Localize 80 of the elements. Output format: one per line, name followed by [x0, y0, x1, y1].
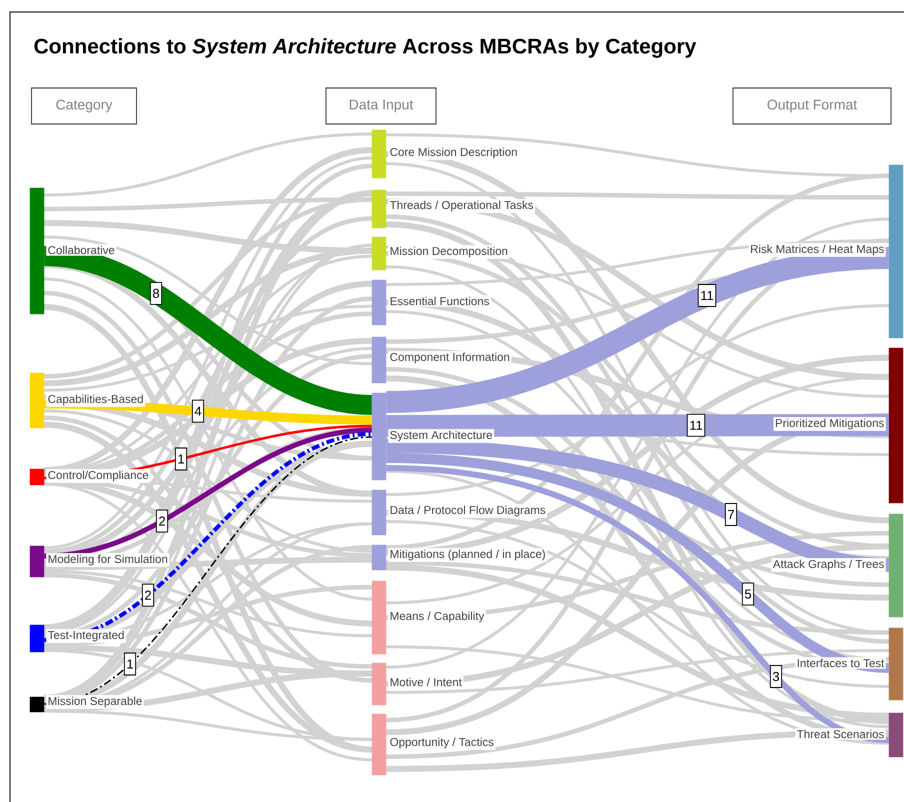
diagram-title: Connections to System Architecture Across MBCRAs by Category [34, 38, 696, 58]
bar-label: Test-Integrated [46, 629, 126, 643]
bar-label: Means / Capability [388, 610, 486, 624]
sankey-bar [372, 580, 386, 654]
sankey-bar [888, 628, 904, 700]
edge-label: 11 [686, 414, 706, 437]
edge-label: 1 [174, 448, 188, 470]
sankey-bar [372, 662, 386, 706]
sankey-bar [372, 236, 386, 270]
node-label: Mission Separable [48, 696, 142, 708]
node-label: Capabilities-Based [48, 394, 143, 406]
sankey-bar [888, 712, 904, 758]
bar-label: Essential Functions [388, 295, 491, 307]
sankey-bar [30, 372, 44, 428]
flow-band [44, 400, 372, 424]
node-label: Mission Decomposition [390, 246, 508, 258]
column-header-box: Data Input [326, 88, 436, 124]
sankey-bar [30, 546, 44, 578]
flow-band [386, 414, 889, 437]
node-label: Data / Protocol Flow Diagrams [390, 506, 546, 516]
bar-label: Core Mission Description [388, 146, 520, 160]
sankey-bar [372, 490, 386, 536]
node-label: Motive / Intent [390, 678, 462, 686]
bar-label: Modeling for Simulation [46, 553, 170, 567]
bar-label: Motive / Intent [388, 676, 464, 688]
flow-band [44, 428, 372, 558]
edge-label: 7 [724, 503, 738, 526]
bar-label: Opportunity / Tactics [388, 736, 496, 750]
sankey-bar [372, 130, 386, 178]
flow-band [386, 453, 890, 673]
bar-label: Threat Scenarios [795, 728, 886, 740]
flow-band [386, 247, 890, 413]
edge-label: 3 [770, 665, 782, 688]
sankey-bar [30, 188, 44, 314]
sankey-bar [372, 190, 386, 228]
bar-label: Threads / Operational Tasks [388, 199, 536, 213]
node-label: Essential Functions [390, 296, 489, 306]
flow-band [386, 465, 890, 743]
node-label: Means / Capability [390, 612, 484, 622]
sankey-bar [372, 280, 386, 326]
sankey-bar [30, 624, 44, 652]
edge-label: 11 [698, 284, 716, 307]
node-label: Core Mission Description [390, 148, 517, 158]
sankey-bar [30, 696, 44, 712]
sankey-bar [372, 392, 386, 480]
sankey-bar [372, 714, 386, 776]
edge-label: 4 [192, 400, 204, 423]
bar-label: Control/Compliance [46, 469, 150, 483]
column-header-box: Category [31, 88, 137, 124]
bar-label: Attack Graphs / Trees [771, 558, 886, 572]
node-label: Mitigations (planned / in place) [390, 550, 545, 560]
bar-label: Risk Matrices / Heat Maps [748, 243, 886, 257]
flow-band [44, 432, 372, 642]
edge-label: 8 [150, 282, 162, 305]
bar-label: Collaborative [46, 244, 116, 256]
edge-label: 1 [124, 652, 136, 676]
bar-label: Mission Decomposition [388, 245, 510, 259]
bar-label: System Architecture [388, 429, 494, 443]
sankey-bar [888, 514, 904, 618]
bar-label: Capabilities-Based [46, 393, 146, 407]
bar-label: Prioritized Mitigations [774, 417, 886, 431]
edge-label: 2 [156, 510, 168, 533]
bar-label: Interfaces to Test [795, 657, 886, 669]
node-label: Modeling for Simulation [48, 554, 168, 566]
bar-label: Mission Separable [46, 695, 144, 709]
node-label: Interfaces to Test [798, 658, 884, 668]
sankey-bar [372, 544, 386, 570]
sankey-bar [888, 164, 904, 338]
bar-label: Component Information [388, 351, 512, 365]
bar-label: Data / Protocol Flow Diagrams [388, 504, 548, 518]
bar-label: Mitigations (planned / in place) [388, 548, 548, 562]
sankey-bar [372, 336, 386, 384]
flow-band [43, 246, 373, 415]
sankey-bar [888, 348, 904, 504]
flow-band [386, 439, 890, 572]
sankey-bar [30, 468, 44, 486]
flow-band [44, 436, 372, 705]
column-header-box: Output Format [732, 88, 892, 124]
edge-label: 2 [142, 584, 154, 607]
edge-label: 5 [742, 582, 754, 606]
